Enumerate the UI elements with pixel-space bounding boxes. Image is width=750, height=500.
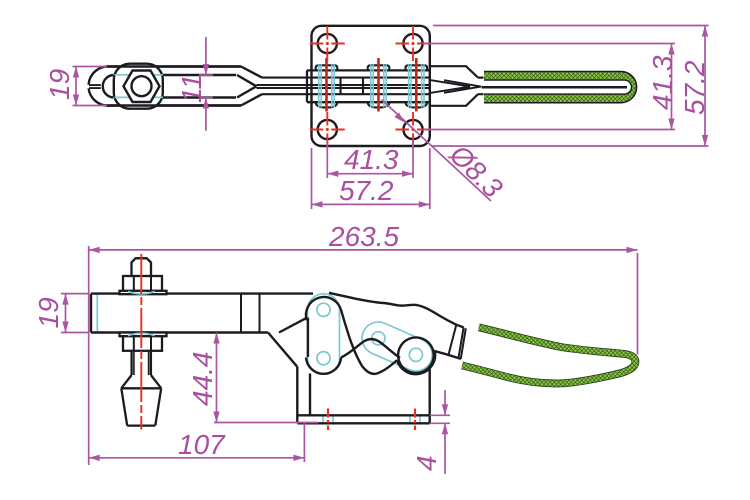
svg-text:57.2: 57.2 bbox=[679, 60, 710, 115]
svg-text:107: 107 bbox=[178, 429, 226, 460]
svg-text:263.5: 263.5 bbox=[328, 221, 399, 252]
svg-text:41.3: 41.3 bbox=[344, 144, 399, 175]
svg-text:Ø8.3: Ø8.3 bbox=[443, 138, 509, 204]
svg-text:44.4: 44.4 bbox=[187, 352, 218, 407]
svg-text:11: 11 bbox=[176, 74, 207, 103]
svg-text:19: 19 bbox=[33, 297, 64, 328]
svg-text:19: 19 bbox=[44, 69, 75, 100]
svg-text:41.3: 41.3 bbox=[647, 55, 678, 110]
svg-text:4: 4 bbox=[411, 455, 442, 471]
svg-text:57.2: 57.2 bbox=[339, 175, 394, 206]
